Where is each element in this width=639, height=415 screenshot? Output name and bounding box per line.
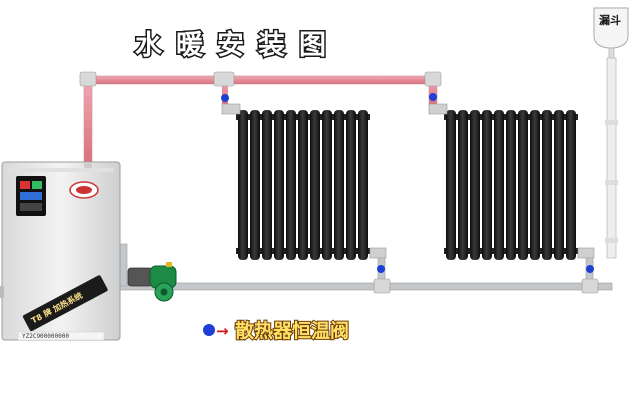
radiator-2-icon — [444, 110, 578, 260]
radiator-fin — [506, 110, 516, 260]
valve-return-2-icon — [586, 265, 594, 273]
valve-return-1-icon — [377, 265, 385, 273]
radiator-fin — [542, 110, 552, 260]
expansion-pipe — [605, 57, 618, 259]
funnel-label: 漏斗 — [599, 13, 621, 27]
radiator-fin — [238, 110, 248, 260]
radiator-fin — [334, 110, 344, 260]
radiator-fin — [322, 110, 332, 260]
boiler-icon: T8 牌 加热系统 YZ2C900000000 — [0, 161, 121, 341]
radiator-fittings — [221, 103, 595, 259]
valve-supply-2-icon — [429, 93, 437, 101]
radiator-fin — [530, 110, 540, 260]
radiator-fin — [458, 110, 468, 260]
radiator-fin — [274, 110, 284, 260]
radiator-fin — [310, 110, 320, 260]
radiator-fin — [554, 110, 564, 260]
radiator-fin — [358, 110, 368, 260]
radiator-fin — [286, 110, 296, 260]
radiator-1-icon — [236, 110, 370, 260]
boiler-serial: YZ2C900000000 — [22, 333, 69, 340]
valve-supply-1-icon — [221, 94, 229, 102]
legend-arrow: → — [216, 322, 229, 340]
radiator-fin — [250, 110, 260, 260]
radiator-fin — [346, 110, 356, 260]
radiator-fin — [446, 110, 456, 260]
radiator-fin — [494, 110, 504, 260]
legend-valve-icon — [203, 324, 215, 336]
pump-icon — [127, 262, 177, 302]
legend: → 散热器恒温阀 — [203, 318, 350, 343]
radiator-fin — [566, 110, 576, 260]
funnel-icon: 漏斗 — [593, 7, 629, 59]
radiator-fin — [482, 110, 492, 260]
radiator-fin — [470, 110, 480, 260]
diagram-title: 水暖安装图 — [135, 30, 340, 61]
radiator-fin — [518, 110, 528, 260]
legend-text: 散热器恒温阀 — [235, 319, 349, 342]
radiator-fin — [298, 110, 308, 260]
radiator-fin — [262, 110, 272, 260]
